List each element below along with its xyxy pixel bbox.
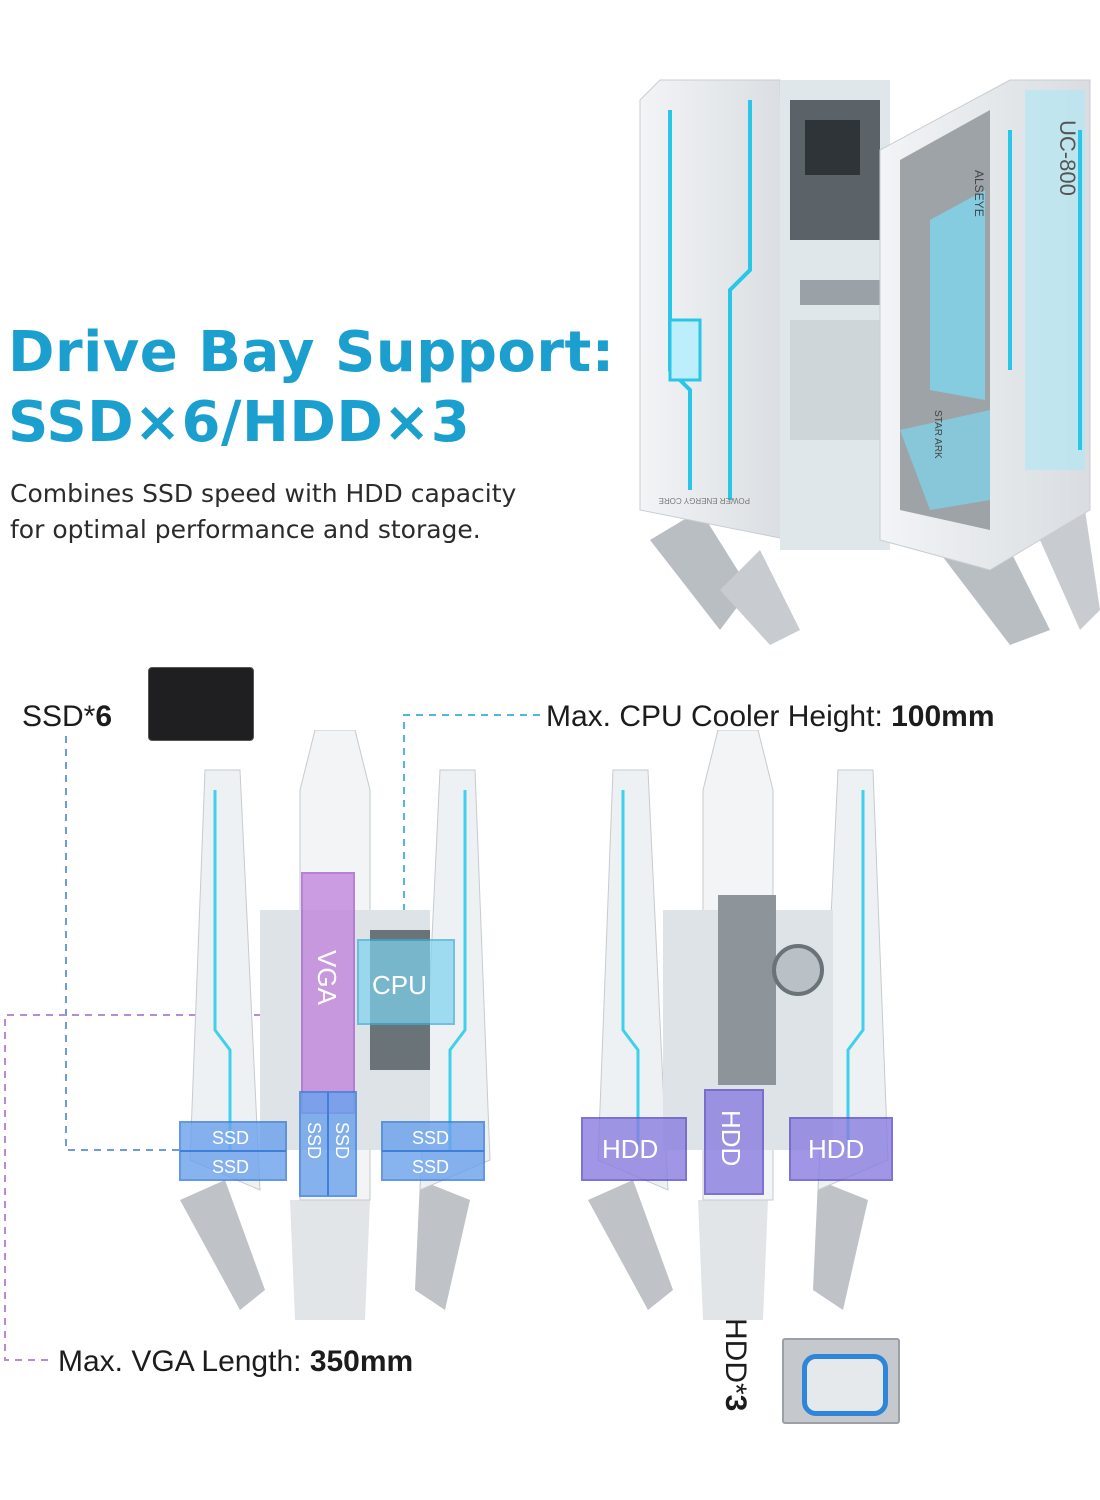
- case-bottom-text: POWER ENERGY CORE: [659, 496, 750, 505]
- ssd-tag-center-left: SSD: [304, 1122, 324, 1159]
- case-diagram-left: VGA CPU SSD SSD SSD SSD SSD SSD: [179, 730, 491, 1320]
- hdd-callout: HDD*3: [718, 1318, 752, 1411]
- ssd-tag-left-top: SSD: [212, 1128, 249, 1148]
- vga-length-label: Max. VGA Length:: [58, 1345, 310, 1378]
- cpu-tag: CPU: [372, 970, 427, 1000]
- ssd-tag-center-right: SSD: [332, 1122, 352, 1159]
- ssd-tag-right-bottom: SSD: [412, 1157, 449, 1177]
- ssd-callout: SSD*6: [22, 700, 112, 734]
- hdd-tag-center: HDD: [716, 1110, 746, 1166]
- hdd-tag-right: HDD: [808, 1134, 864, 1164]
- subtext-line-2: for optimal performance and storage.: [10, 514, 481, 544]
- case-diagram-right: HDD HDD HDD: [581, 730, 893, 1320]
- cpu-cooler-label: Max. CPU Cooler Height:: [546, 700, 892, 733]
- headline-line-2: SSD×6/HDD×3: [8, 390, 471, 455]
- subtext: Combines SSD speed with HDD capacity for…: [10, 476, 516, 547]
- headline: Drive Bay Support: SSD×6/HDD×3: [8, 318, 615, 458]
- subtext-line-1: Combines SSD speed with HDD capacity: [10, 479, 517, 508]
- headline-line-1: Drive Bay Support:: [8, 320, 615, 385]
- hdd-drive-image: [782, 1338, 900, 1424]
- ssd-tag-right-top: SSD: [412, 1128, 449, 1148]
- case-brand-text: ALSEYE: [972, 170, 986, 217]
- vga-tag: VGA: [312, 950, 342, 1006]
- hdd-callout-count: 3: [719, 1394, 752, 1412]
- case-hero-image: UC-800 ALSEYE STAR ARK POWER ENERGY CORE: [639, 79, 1100, 645]
- ssd-drive-image: [148, 667, 254, 741]
- hdd-tag-left: HDD: [602, 1134, 658, 1164]
- cpu-cooler-value: 100mm: [891, 700, 995, 733]
- ssd-callout-count: 6: [95, 700, 113, 733]
- case-model-text: UC-800: [1055, 120, 1080, 196]
- ssd-callout-label: SSD*: [22, 700, 96, 733]
- case-panel-text: STAR ARK: [932, 410, 943, 459]
- hdd-callout-label: HDD*: [719, 1318, 752, 1395]
- cpu-cooler-callout: Max. CPU Cooler Height: 100mm: [546, 700, 995, 734]
- ssd-tag-left-bottom: SSD: [212, 1157, 249, 1177]
- vga-length-value: 350mm: [309, 1345, 414, 1378]
- vga-length-callout: Max. VGA Length: 350mm: [58, 1345, 413, 1379]
